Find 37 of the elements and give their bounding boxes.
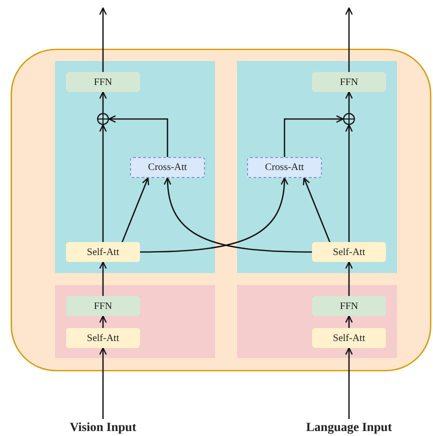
self-attention-box: Self-Att: [66, 242, 140, 262]
arrow: [302, 177, 330, 242]
ffn-box: FFN: [312, 296, 386, 316]
arrow: [345, 261, 353, 296]
arrow: [140, 177, 288, 253]
outer-frame: [12, 50, 430, 370]
arrow: [122, 177, 150, 242]
arrow: [99, 124, 107, 242]
arrow: [345, 347, 353, 419]
panel: [237, 285, 397, 358]
arrow: [345, 124, 353, 242]
ffn-box: FFN: [66, 296, 140, 316]
panel: [237, 61, 397, 273]
self-attention-box: Self-Att: [312, 328, 386, 348]
arrow: [345, 315, 353, 328]
arrow: [345, 7, 353, 72]
arrow: [99, 315, 107, 328]
ffn-box: FFN: [312, 72, 386, 92]
arrow: [99, 261, 107, 296]
arrow: [99, 7, 107, 72]
self-attention-box: Self-Att: [312, 242, 386, 262]
cross-attention-box: Cross-Att: [130, 157, 205, 178]
arrow: [108, 115, 168, 157]
sum-node: [97, 113, 109, 125]
ffn-box: FFN: [66, 72, 140, 92]
input-label: Language Input: [289, 419, 409, 435]
arrow: [99, 347, 107, 419]
input-label: Vision Input: [53, 419, 153, 435]
arrow: [164, 177, 312, 253]
panel: [55, 285, 215, 358]
arrow: [284, 115, 344, 157]
panel: [55, 61, 215, 273]
cross-attention-box: Cross-Att: [247, 157, 322, 178]
sum-node: [343, 113, 355, 125]
self-attention-box: Self-Att: [66, 328, 140, 348]
arrow: [345, 91, 353, 113]
arrow: [99, 91, 107, 113]
